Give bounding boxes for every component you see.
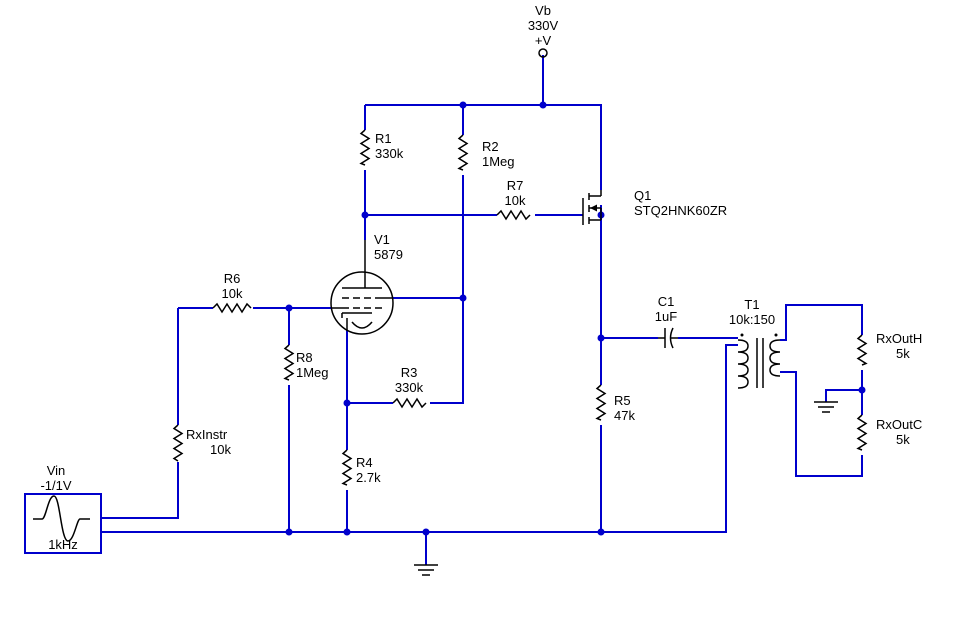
r6-label: R6 10k — [210, 271, 254, 301]
t1-transformer — [737, 333, 781, 389]
vin-value: -1/1V — [40, 478, 72, 493]
supply-terminal-label: +V — [534, 33, 552, 48]
supply-terminal — [538, 48, 548, 58]
r5-body — [595, 384, 607, 421]
q1-value: STQ2HNK60ZR — [634, 203, 728, 218]
c1-capacitor — [658, 327, 678, 349]
vin-source — [24, 493, 102, 554]
r3-name: R3 — [400, 365, 418, 380]
r4-label: R4 2.7k — [356, 455, 381, 485]
r7-body — [496, 209, 531, 221]
r2-label: R2 1Meg — [482, 139, 515, 169]
r6-name: R6 — [223, 271, 241, 286]
rxoutc-value: 5k — [896, 432, 910, 447]
junctions — [285, 101, 866, 536]
r7-name: R7 — [506, 178, 524, 193]
r3-value: 330k — [394, 380, 424, 395]
rxoutc-body — [856, 414, 868, 451]
r8-label: R8 1Meg — [296, 350, 329, 380]
wire-sec-bottom — [780, 371, 863, 477]
r5-value: 47k — [614, 408, 635, 423]
wire-sec-top — [780, 304, 863, 341]
rxoutc-label: RxOutC 5k — [876, 417, 922, 447]
resistors — [172, 129, 868, 486]
wire-rxinstr-bottom — [102, 462, 179, 519]
c1-value: 1uF — [654, 309, 678, 324]
t1-value: 10k:150 — [728, 312, 776, 327]
ground-symbols — [414, 401, 838, 576]
r7-label: R7 10k — [496, 178, 534, 208]
wires — [102, 55, 863, 565]
wire-center-tap — [825, 389, 862, 402]
q1-name: Q1 — [634, 188, 652, 203]
wire-top-rail — [365, 104, 602, 190]
t1-name: T1 — [744, 297, 760, 312]
wire-r2-bottom — [430, 175, 464, 404]
supply-name: Vb — [535, 3, 551, 18]
v1-name: V1 — [374, 232, 390, 247]
q1-mosfet — [582, 190, 602, 225]
vin-name: Vin — [46, 463, 66, 478]
r8-body — [283, 344, 295, 381]
wire-ground-bus — [102, 344, 738, 533]
rxouth-value: 5k — [896, 346, 910, 361]
v1-label: V1 5879 — [374, 232, 403, 262]
rxoutc-name: RxOutC — [876, 417, 923, 432]
c1-label: C1 1uF — [648, 294, 684, 324]
r5-name: R5 — [614, 393, 631, 408]
q1-label: Q1 STQ2HNK60ZR — [634, 188, 727, 218]
r2-value: 1Meg — [482, 154, 515, 169]
r8-name: R8 — [296, 350, 313, 365]
rxouth-label: RxOutH 5k — [876, 331, 922, 361]
r7-value: 10k — [504, 193, 526, 208]
supply-label: Vb 330V +V — [520, 3, 566, 48]
rxouth-body — [856, 334, 868, 366]
v1-value: 5879 — [374, 247, 403, 262]
v1-tube — [330, 240, 394, 335]
vin-frequency: 1kHz — [48, 537, 78, 552]
t1-label: T1 10k:150 — [722, 297, 782, 327]
r8-value: 1Meg — [296, 365, 329, 380]
r1-label: R1 330k — [375, 131, 403, 161]
vin-label: Vin -1/1V — [28, 463, 84, 493]
r6-value: 10k — [221, 286, 243, 301]
r3-body — [392, 397, 427, 409]
r1-value: 330k — [375, 146, 404, 161]
rxouth-name: RxOutH — [876, 331, 923, 346]
rxinstr-value: 10k — [210, 442, 231, 457]
supply-value: 330V — [527, 18, 559, 33]
ground-secondary — [814, 401, 838, 413]
c1-name: C1 — [657, 294, 675, 309]
ground-main — [414, 564, 438, 576]
r1-name: R1 — [375, 131, 392, 146]
r2-body — [457, 134, 469, 171]
r1-body — [359, 129, 371, 166]
r5-label: R5 47k — [614, 393, 635, 423]
r6-body — [212, 302, 252, 314]
rxinstr-body — [172, 424, 184, 462]
r4-value: 2.7k — [356, 470, 381, 485]
r3-label: R3 330k — [387, 365, 431, 395]
r4-body — [341, 449, 353, 486]
r4-name: R4 — [356, 455, 373, 470]
rxinstr-name: RxInstr — [186, 427, 228, 442]
r2-name: R2 — [482, 139, 499, 154]
rxinstr-label: RxInstr 10k — [186, 427, 231, 457]
